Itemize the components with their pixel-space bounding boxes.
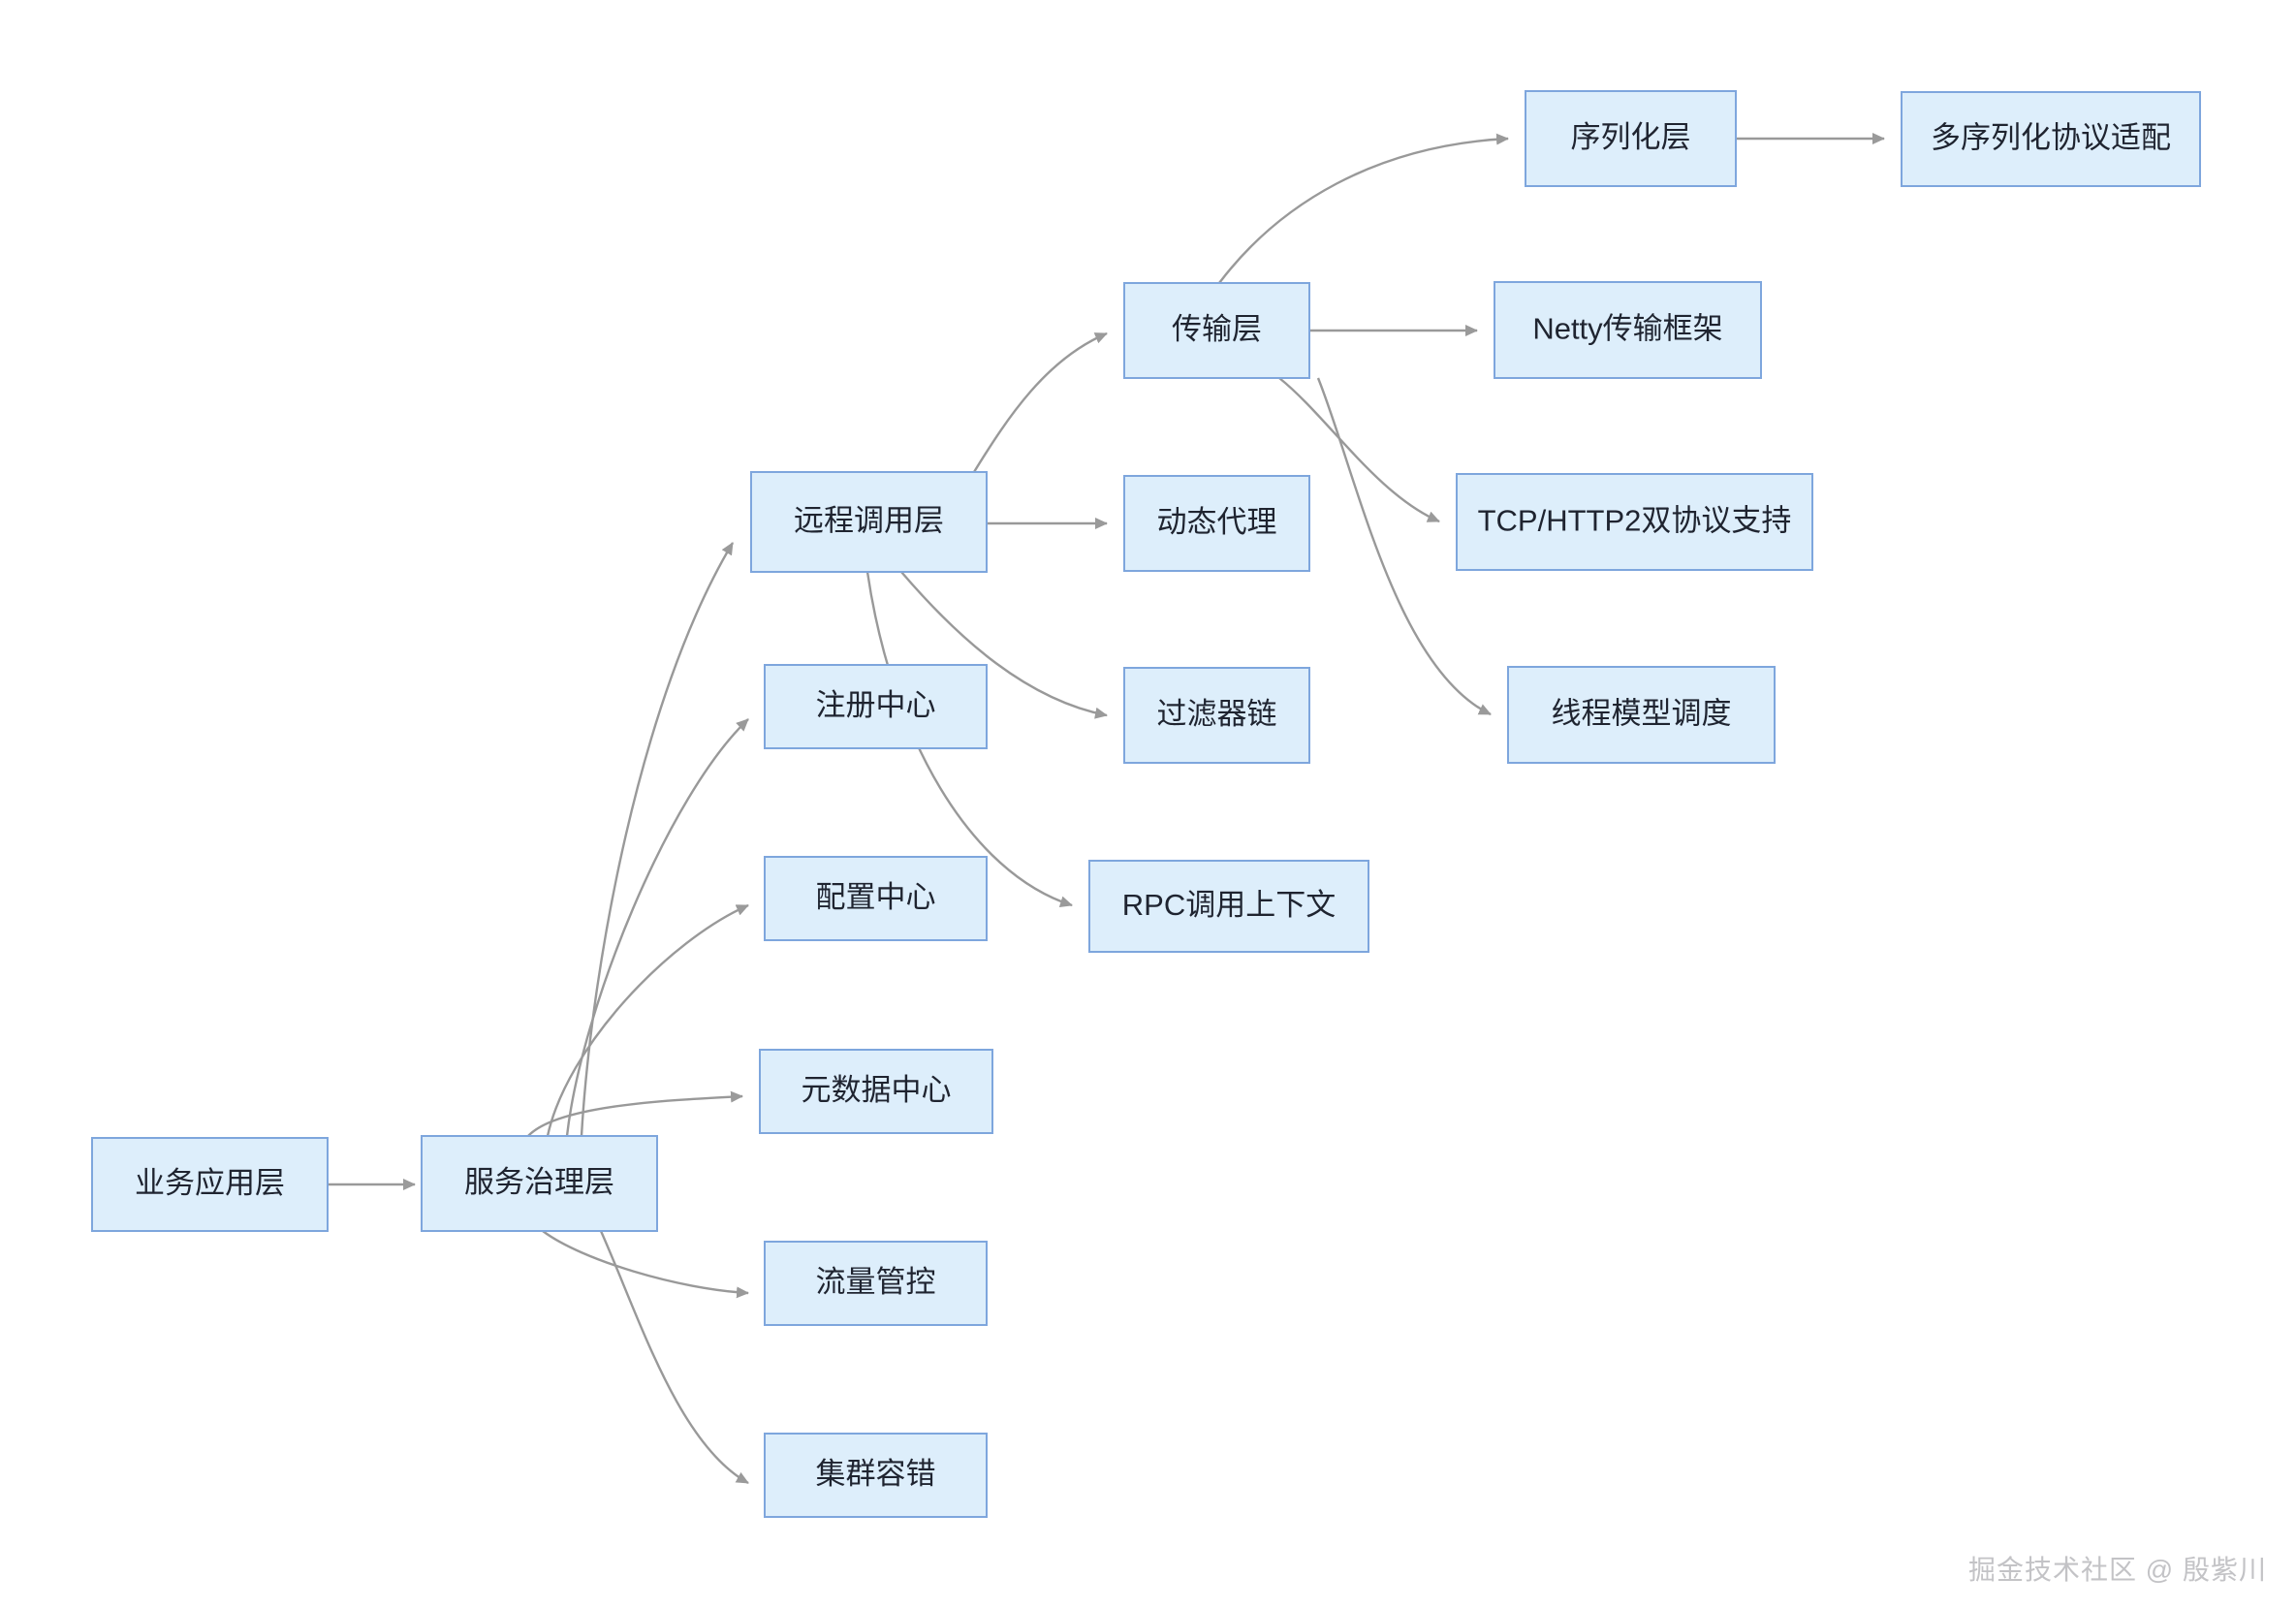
node-label-rpccontext: RPC调用上下文 <box>1122 888 1336 922</box>
edge-transport-to-serialize <box>1218 133 1509 284</box>
node-box-governance[interactable] <box>421 1135 658 1232</box>
node-label-multiserial: 多序列化协议适配 <box>1931 121 2171 155</box>
node-registry[interactable]: 注册中心 <box>764 664 988 749</box>
edge-governance-to-config <box>546 903 749 1137</box>
node-box-proxy[interactable] <box>1123 475 1310 572</box>
node-label-business: 业务应用层 <box>135 1166 285 1200</box>
node-label-netty: Netty传输框架 <box>1532 312 1722 346</box>
node-label-proxy: 动态代理 <box>1157 505 1277 539</box>
node-label-cluster: 集群容错 <box>816 1457 936 1491</box>
node-label-threadmodel: 线程模型调度 <box>1552 697 1732 731</box>
node-traffic[interactable]: 流量管控 <box>764 1241 988 1326</box>
node-box-registry[interactable] <box>764 664 988 749</box>
edge-governance-to-registry <box>565 718 749 1137</box>
node-box-transport[interactable] <box>1123 282 1310 379</box>
node-box-business[interactable] <box>91 1137 329 1232</box>
node-box-remoting[interactable] <box>750 471 988 573</box>
node-label-metadata: 元数据中心 <box>802 1073 952 1107</box>
node-box-cluster[interactable] <box>764 1433 988 1518</box>
node-business[interactable]: 业务应用层 <box>91 1137 329 1232</box>
node-label-serialize: 序列化层 <box>1571 120 1691 154</box>
node-box-filter[interactable] <box>1123 667 1310 764</box>
node-cluster[interactable]: 集群容错 <box>764 1433 988 1518</box>
edge-governance-to-traffic <box>542 1230 749 1299</box>
node-box-rpccontext[interactable] <box>1088 860 1369 953</box>
node-filter[interactable]: 过滤器链 <box>1123 667 1310 764</box>
watermark-label: 掘金技术社区 @ 殷紫川 <box>1968 1555 2267 1585</box>
edge-governance-to-metadata <box>527 1090 743 1137</box>
node-box-dualproto[interactable] <box>1456 473 1813 571</box>
node-serialize[interactable]: 序列化层 <box>1525 90 1737 187</box>
node-box-traffic[interactable] <box>764 1241 988 1326</box>
node-multiserial[interactable]: 多序列化协议适配 <box>1901 91 2201 187</box>
node-box-multiserial[interactable] <box>1901 91 2201 187</box>
edge-layer <box>328 133 1885 1485</box>
node-transport[interactable]: 传输层 <box>1123 282 1310 379</box>
node-box-config[interactable] <box>764 856 988 941</box>
node-governance[interactable]: 服务治理层 <box>421 1135 658 1232</box>
node-label-remoting: 远程调用层 <box>794 504 944 538</box>
node-label-dualproto: TCP/HTTP2双协议支持 <box>1478 504 1792 538</box>
edge-transport-to-dualproto <box>1278 377 1440 523</box>
node-label-traffic: 流量管控 <box>816 1265 936 1299</box>
node-metadata[interactable]: 元数据中心 <box>759 1049 993 1134</box>
node-config[interactable]: 配置中心 <box>764 856 988 941</box>
node-box-threadmodel[interactable] <box>1507 666 1776 764</box>
node-box-netty[interactable] <box>1494 281 1762 379</box>
edge-remoting-to-transport <box>972 331 1108 473</box>
node-threadmodel[interactable]: 线程模型调度 <box>1507 666 1776 764</box>
node-dualproto[interactable]: TCP/HTTP2双协议支持 <box>1456 473 1813 571</box>
edge-remoting-to-filter <box>900 571 1108 719</box>
node-rpccontext[interactable]: RPC调用上下文 <box>1088 860 1369 953</box>
node-label-filter: 过滤器链 <box>1157 697 1277 731</box>
edge-governance-to-cluster <box>599 1230 749 1485</box>
node-box-metadata[interactable] <box>759 1049 993 1134</box>
node-remoting[interactable]: 远程调用层 <box>750 471 988 573</box>
edge-remoting-to-rpccontext <box>865 571 1073 908</box>
edge-governance-to-remoting <box>580 542 735 1137</box>
node-proxy[interactable]: 动态代理 <box>1123 475 1310 572</box>
node-box-serialize[interactable] <box>1525 90 1737 187</box>
node-label-registry: 注册中心 <box>816 688 936 722</box>
node-label-governance: 服务治理层 <box>464 1165 614 1199</box>
node-label-config: 配置中心 <box>816 880 936 914</box>
node-label-transport: 传输层 <box>1172 312 1262 346</box>
edge-transport-to-threadmodel <box>1316 377 1492 716</box>
node-netty[interactable]: Netty传输框架 <box>1494 281 1762 379</box>
